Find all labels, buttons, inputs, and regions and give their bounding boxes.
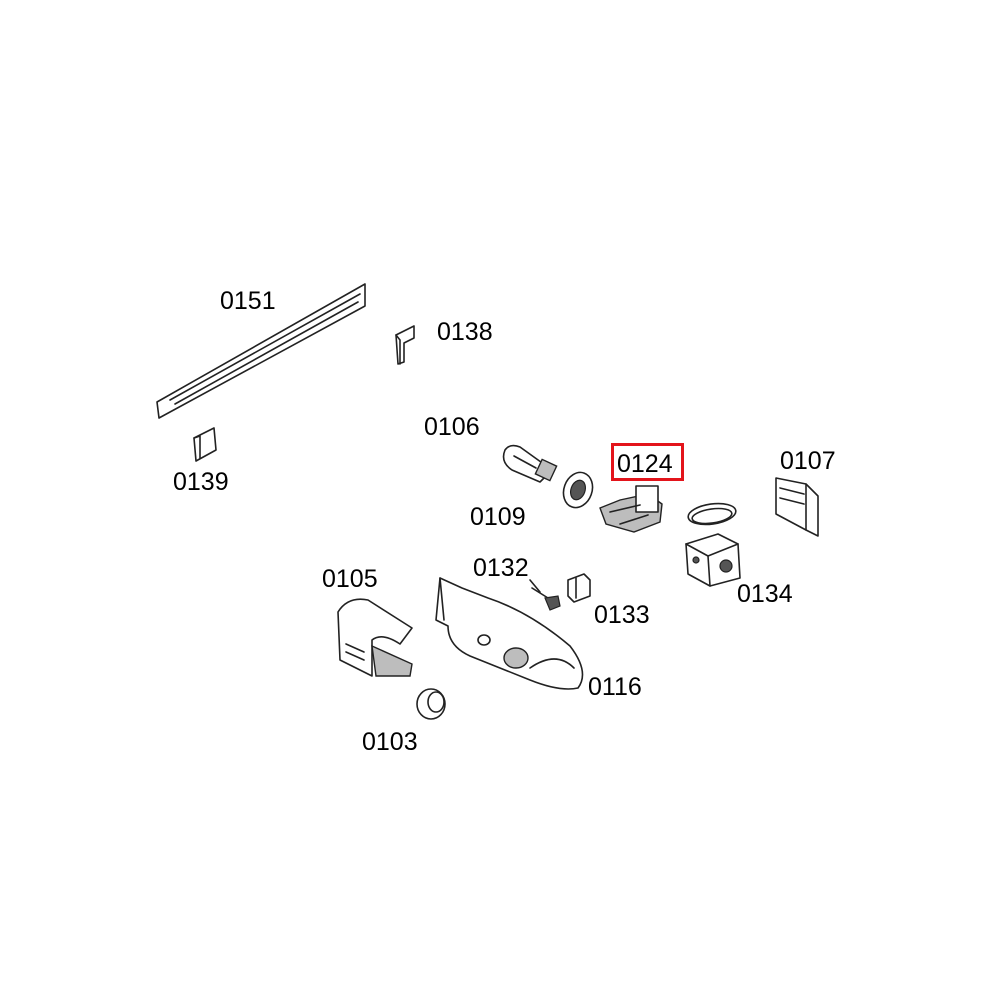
part-0105-diffuser	[337, 598, 413, 677]
part-0103-cap	[416, 688, 446, 720]
part-0107-cover	[775, 477, 819, 537]
label-0134[interactable]: 0134	[737, 580, 793, 608]
label-0116[interactable]: 0116	[588, 673, 642, 701]
part-0134-thermostat	[685, 502, 741, 587]
part-0106-lamp-socket	[502, 444, 558, 483]
label-0124[interactable]: 0124	[617, 450, 673, 478]
leader-0132	[529, 579, 541, 593]
label-0138[interactable]: 0138	[437, 318, 493, 346]
label-0103[interactable]: 0103	[362, 728, 418, 756]
part-0116-housing	[435, 577, 584, 690]
part-0124-switch	[599, 485, 663, 533]
part-0151-strip	[156, 283, 366, 419]
label-0151[interactable]: 0151	[220, 287, 276, 315]
label-0139[interactable]: 0139	[173, 468, 229, 496]
label-0107[interactable]: 0107	[780, 447, 836, 475]
part-0139-bracket	[193, 427, 217, 462]
label-0109[interactable]: 0109	[470, 503, 526, 531]
highlight-box-0124	[611, 443, 684, 481]
part-0132-screw	[531, 587, 561, 611]
label-0132[interactable]: 0132	[473, 554, 529, 582]
label-0105[interactable]: 0105	[322, 565, 378, 593]
part-0138-bracket	[395, 325, 415, 365]
label-0133[interactable]: 0133	[594, 601, 650, 629]
part-0109-ring	[562, 471, 594, 509]
label-0106[interactable]: 0106	[424, 413, 480, 441]
part-0133-clip	[567, 573, 591, 603]
